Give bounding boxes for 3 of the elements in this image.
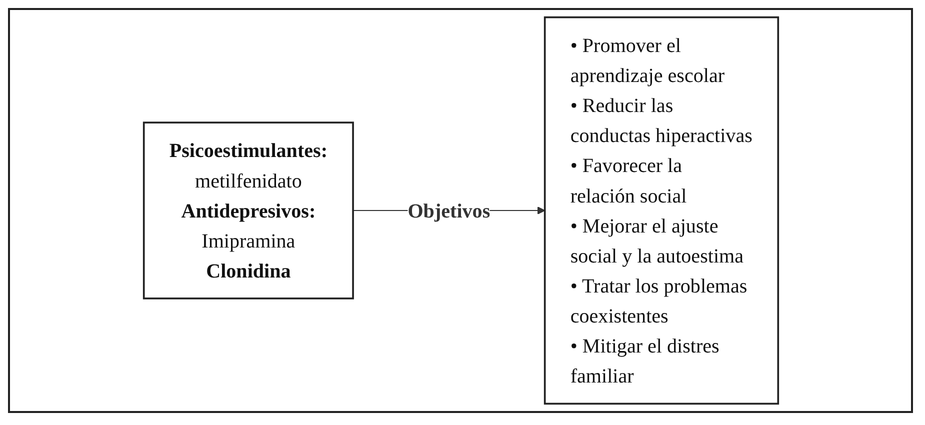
node-box (142, 122, 354, 300)
node-box (543, 16, 779, 405)
diagram-frame: Objetivos Psicoestimulantes: metilfenidato Antidepresivos: Imipramina Clonidina • Promover el aprendizaje escolar • Reducir las conductas hiperactivas • Favorecer la relación social • Mejorar el ajuste social y la autoestima • Tratar los problemas coexistentes • Mitigar el distres familiar (8, 8, 913, 413)
